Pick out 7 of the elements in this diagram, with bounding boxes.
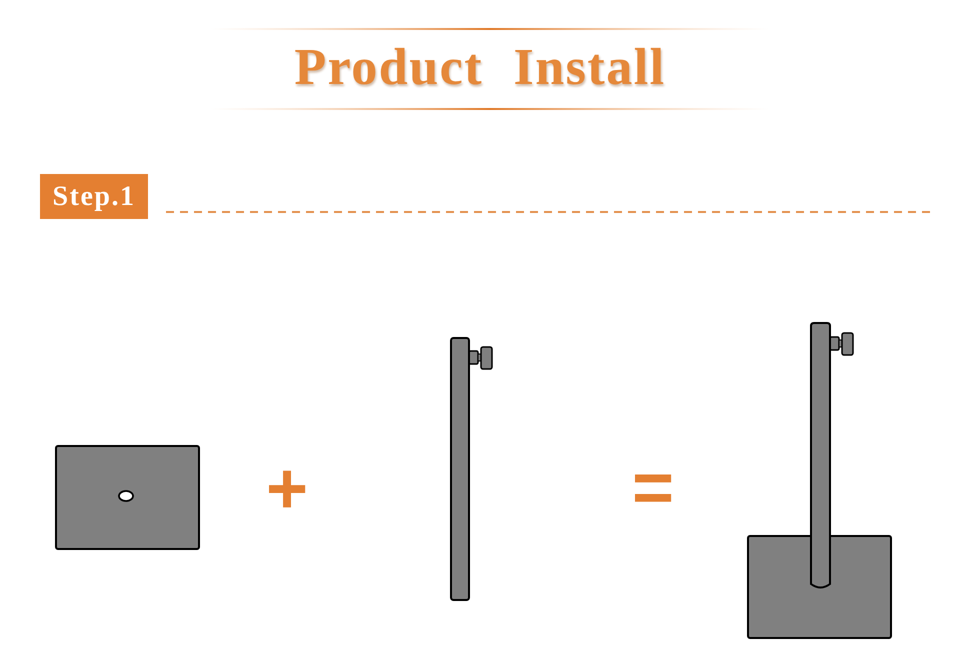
plus-sign: + (266, 463, 308, 515)
page-title: Product Install (294, 38, 666, 98)
step-tag: Step.1 (40, 174, 148, 219)
assembled-stand-drawing (746, 321, 893, 640)
pole-drawing (449, 336, 494, 602)
base-plate-drawing (54, 444, 201, 551)
equals-sign: = (632, 462, 674, 514)
